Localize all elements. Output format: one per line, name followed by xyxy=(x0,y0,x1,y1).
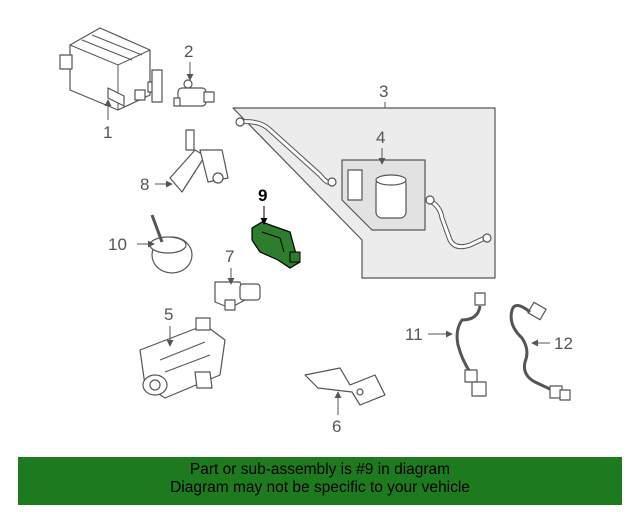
callout-5: 5 xyxy=(164,305,173,324)
callout-6: 6 xyxy=(332,417,341,436)
part-10-actuator[interactable] xyxy=(149,214,193,274)
part-11-oxygen-sensor[interactable] xyxy=(455,292,487,397)
callout-1: 1 xyxy=(103,123,112,142)
callout-8: 8 xyxy=(140,175,149,194)
callout-3: 3 xyxy=(379,82,388,101)
callout-7: 7 xyxy=(225,247,234,266)
part-9-highlighted-sensor[interactable] xyxy=(251,221,301,269)
part-8-sensor-bracket[interactable] xyxy=(169,129,229,193)
footer-line-1: Part or sub-assembly is #9 in diagram xyxy=(189,461,451,478)
footer-line-2: Diagram may not be specific to your vehi… xyxy=(170,479,470,496)
callout-2: 2 xyxy=(184,42,193,61)
callout-10: 10 xyxy=(108,235,127,254)
part-1-canister[interactable] xyxy=(59,27,163,111)
footer-banner: Part or sub-assembly is #9 in diagram Di… xyxy=(18,457,622,505)
part-3-hose-assembly-box[interactable] xyxy=(232,107,496,279)
part-12-oxygen-sensor[interactable] xyxy=(509,301,571,401)
part-2-valve[interactable] xyxy=(173,79,215,107)
callout-11: 11 xyxy=(405,325,423,344)
callout-9: 9 xyxy=(258,186,267,205)
part-7-pressure-sensor[interactable] xyxy=(214,281,261,311)
part-5-purge-valve[interactable] xyxy=(139,317,226,399)
callout-4: 4 xyxy=(376,128,385,147)
callout-12: 12 xyxy=(554,334,573,353)
parts-diagram: 1 2 3 4 8 xyxy=(59,27,573,436)
part-6-bracket[interactable] xyxy=(304,367,386,406)
